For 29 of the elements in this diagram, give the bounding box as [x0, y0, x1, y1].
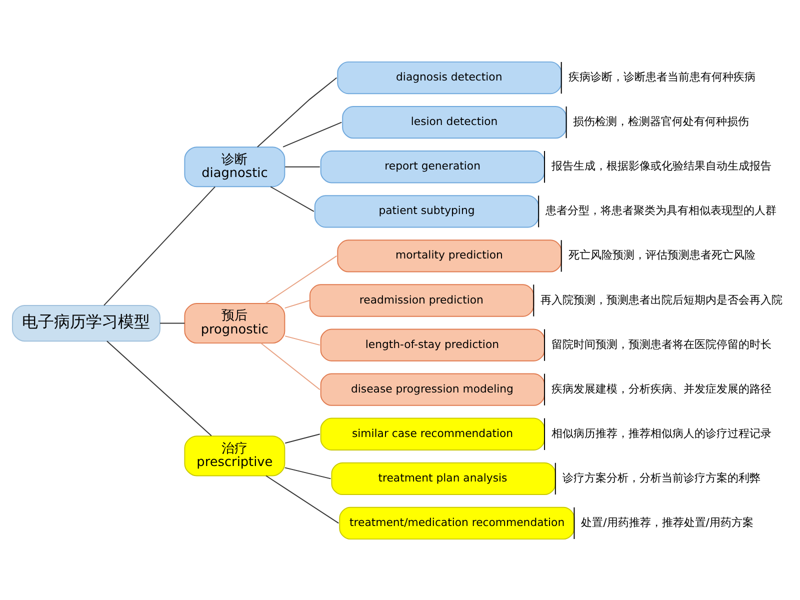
connector — [160, 322, 186, 324]
connector — [256, 76, 338, 148]
connector — [104, 186, 216, 306]
connector — [282, 121, 342, 147]
node-box: 预后 prognostic — [184, 302, 286, 344]
connector — [266, 474, 340, 524]
node-label: 留院时间预测，预测患者将在医院停留的时长 — [551, 337, 772, 350]
connector — [284, 335, 320, 346]
node-label: 报告生成，根据影像或化验结果自动生成报告 — [551, 159, 772, 172]
node-label: 再入院预测，预测患者出院后短期内是否会再入院 — [540, 292, 783, 306]
connector — [284, 433, 320, 444]
connector — [284, 300, 310, 308]
node-box: 诊断 diagnostic — [184, 146, 286, 187]
node-label: 诊疗方案分析，分析当前诊疗方案的利弊 — [562, 470, 760, 484]
connector — [260, 342, 320, 390]
connector — [270, 186, 314, 212]
node-label: 疾病诊断，诊断患者当前患有何种疾病 — [568, 70, 756, 84]
connector — [264, 254, 338, 304]
node-label: 相似病历推荐，推荐相似病人的诊疗过程记录 — [551, 426, 772, 440]
node-label: 处置/用药推荐，推荐处置/用药方案 — [581, 515, 754, 528]
node-box: 电子病历学习模型 — [12, 304, 160, 342]
node-label: 死亡风险预测，评估预测患者死亡风险 — [568, 248, 756, 262]
node-box: 治疗 prescriptive — [184, 435, 286, 476]
connector — [284, 166, 320, 167]
node-label: 疾病发展建模，分析疾病、并发症发展的路径 — [551, 382, 772, 395]
node-label: 损伤检测，检测器官何处有何种损伤 — [573, 114, 750, 128]
connector — [284, 466, 332, 479]
connector — [106, 340, 212, 436]
node-label: 患者分型，将患者聚类为具有相似表现型的人群 — [545, 204, 777, 217]
